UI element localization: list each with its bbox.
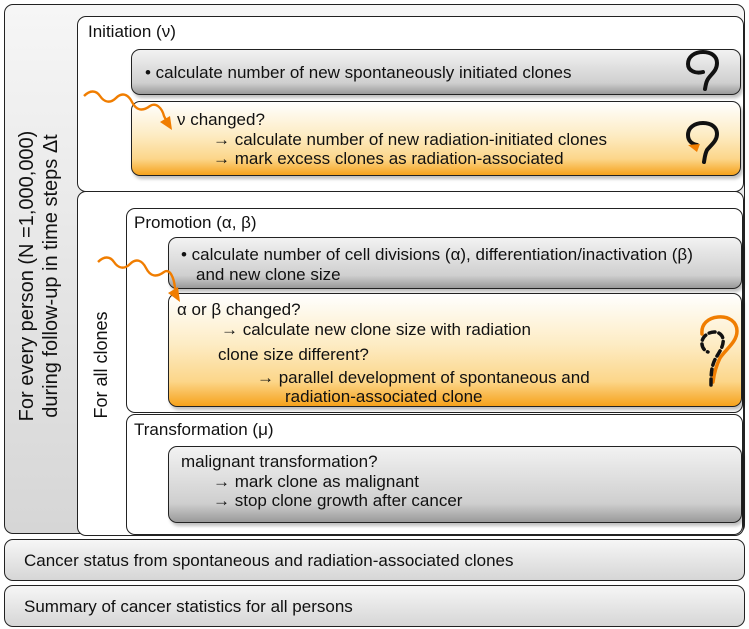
cancer-status-box [4,539,745,581]
clone-loop-icon [685,49,720,91]
promotion-title: Promotion (α, β) [134,213,257,232]
radiation-clone-icon [685,120,720,164]
transformation-question: malignant transformation? [181,452,378,471]
cancer-status-text: Cancer status from spontaneous and radia… [24,551,514,570]
radiation-arrow-icon [83,90,172,130]
initiation-radiation-line2: → mark excess clones as radiation-associ… [213,149,564,168]
initiation-radiation-panel [131,101,741,176]
promotion-parallel-line2: radiation-associated clone [285,387,483,406]
promotion-parallel-line1: → parallel development of spontaneous an… [257,368,590,387]
initiation-radiation-question: ν changed? [177,110,265,129]
promotion-spontaneous-line2: and new clone size [196,265,341,284]
initiation-title: Initiation (ν) [88,22,176,41]
transformation-title: Transformation (μ) [134,420,274,439]
initiation-spontaneous-panel [131,49,741,95]
promotion-radiation-line1: → calculate new clone size with radiatio… [221,320,531,339]
promotion-spontaneous-panel [168,237,742,289]
transformation-line1: → mark clone as malignant [213,472,419,491]
promotion-size-question: clone size different? [218,345,369,364]
initiation-radiation-line1: → calculate number of new radiation-init… [213,130,608,149]
summary-text: Summary of cancer statistics for all per… [24,597,353,616]
promotion-spontaneous-line1: • calculate number of cell divisions (α)… [181,245,693,264]
promotion-radiation-panel [168,293,742,407]
initiation-spontaneous-text: • calculate number of new spontaneously … [145,63,572,82]
radiation-arrow-icon [97,256,180,302]
summary-box [4,585,745,627]
transformation-line2: → stop clone growth after cancer [213,491,463,510]
transformation-panel [168,446,742,523]
promotion-radiation-question: α or β changed? [177,300,301,319]
parallel-clone-icon [700,315,739,387]
